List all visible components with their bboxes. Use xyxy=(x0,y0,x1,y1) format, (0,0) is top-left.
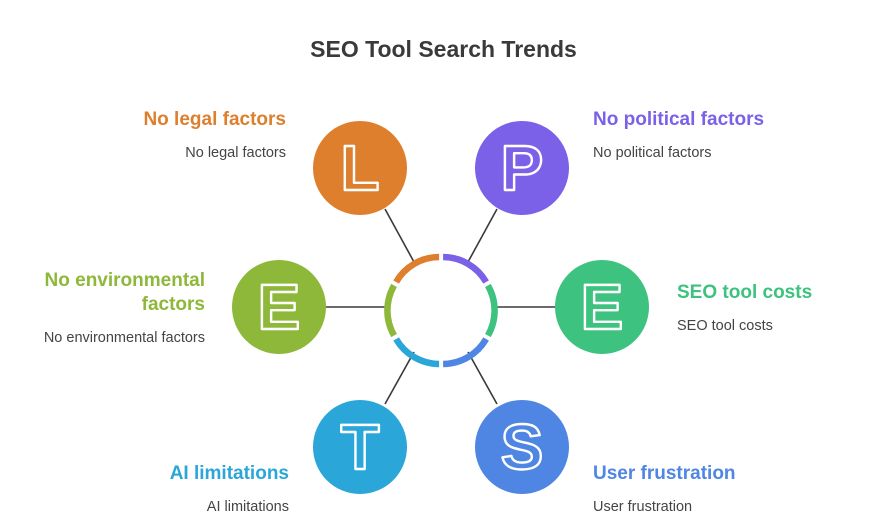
economic-description: SEO tool costs xyxy=(677,318,773,334)
environmental-circle xyxy=(232,260,326,354)
ring-segment-technological xyxy=(393,337,440,368)
social-heading: User frustration xyxy=(593,463,736,484)
technological-letter-icon: T xyxy=(340,411,379,483)
political-circle xyxy=(475,121,569,215)
factor-technological: T xyxy=(313,400,407,494)
ring-segment-political xyxy=(442,253,489,284)
factor-political: P xyxy=(475,121,569,215)
factor-environmental: E xyxy=(232,260,326,354)
social-description: User frustration xyxy=(593,499,693,515)
technological-circle xyxy=(313,400,407,494)
legal-heading: No legal factors xyxy=(143,109,286,130)
social-letter-icon: S xyxy=(501,411,544,483)
environmental-letter-icon: E xyxy=(258,271,301,343)
connector-political xyxy=(467,208,498,263)
connector-technological xyxy=(384,351,415,405)
political-letter-icon: P xyxy=(501,132,544,204)
economic-letter-icon: E xyxy=(581,271,624,343)
legal-description: No legal factors xyxy=(185,145,286,161)
factor-legal: L xyxy=(313,121,407,215)
factor-social: S xyxy=(475,400,569,494)
technological-heading: AI limitations xyxy=(169,463,289,484)
legal-letter-icon: L xyxy=(340,132,379,204)
ring-segment-legal xyxy=(393,253,440,284)
political-description: No political factors xyxy=(593,145,712,161)
economic-circle xyxy=(555,260,649,354)
factor-economic: E xyxy=(555,260,649,354)
diagram-title: SEO Tool Search Trends xyxy=(310,36,577,62)
connector-social xyxy=(467,351,498,405)
ring-segment-environmental xyxy=(384,283,397,338)
ring-segment-economic xyxy=(485,283,498,338)
environmental-heading: No environmental factors xyxy=(44,270,205,315)
economic-heading: SEO tool costs xyxy=(677,282,813,303)
social-circle xyxy=(475,400,569,494)
political-heading: No political factors xyxy=(593,109,765,130)
environmental-description: No environmental factors xyxy=(43,330,205,346)
ring-segment-social xyxy=(442,337,489,368)
legal-circle xyxy=(313,121,407,215)
connector-legal xyxy=(384,208,415,263)
technological-description: AI limitations xyxy=(206,499,289,515)
